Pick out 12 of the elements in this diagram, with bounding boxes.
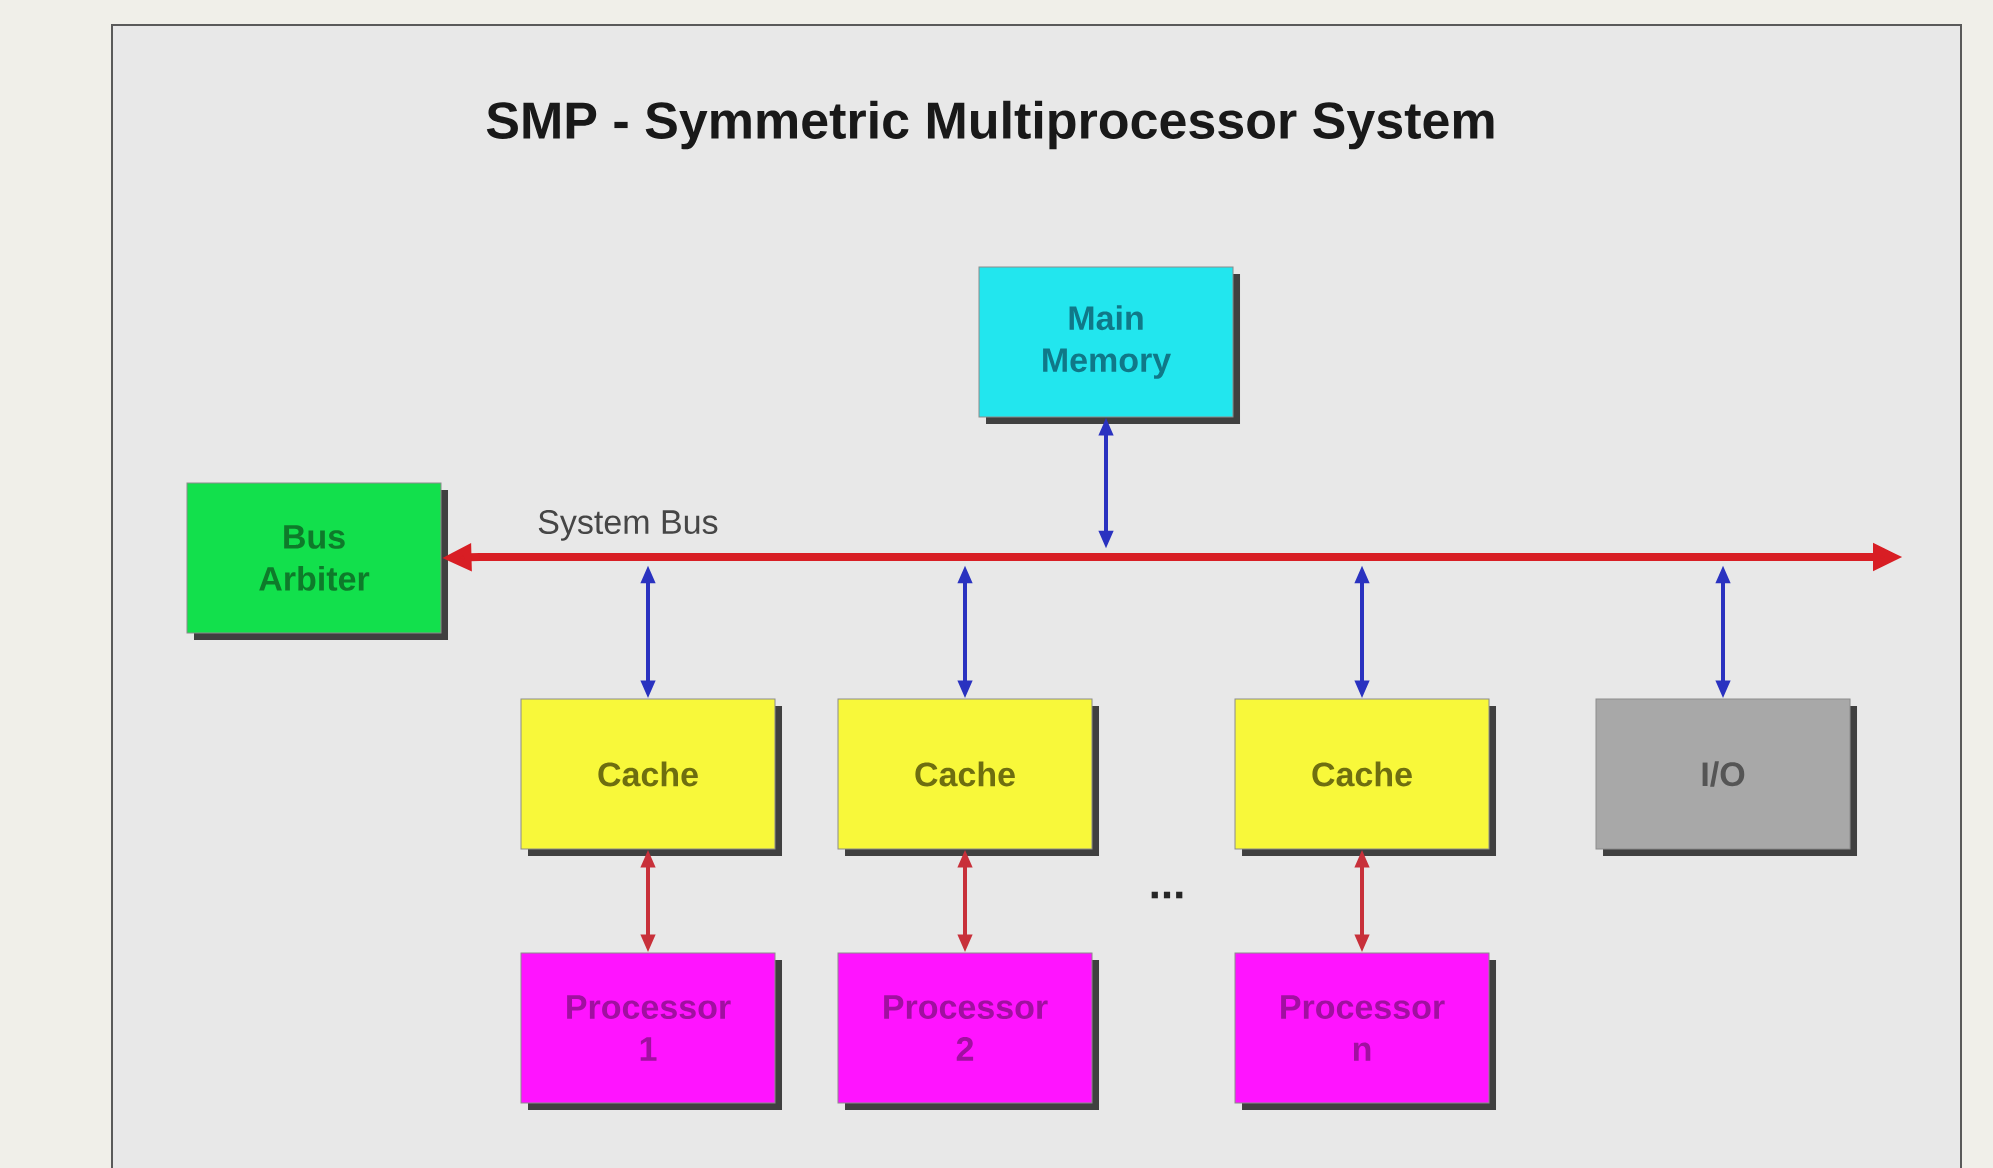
cache-box: Cache: [520, 698, 782, 856]
cache-box: Cache: [1234, 698, 1496, 856]
memory-box: Main Memory: [978, 266, 1240, 424]
processor-box: Processor n: [1234, 952, 1496, 1110]
arbiter-box: Bus Arbiter: [186, 482, 448, 640]
ellipsis-label: ...: [1151, 891, 1183, 899]
bus-label: System Bus: [538, 510, 718, 541]
io-box: I/O: [1595, 698, 1857, 856]
title: SMP - Symmetric Multiprocessor System: [486, 100, 1494, 150]
processor-box: Processor 1: [520, 952, 782, 1110]
cache-box: Cache: [837, 698, 1099, 856]
processor-box: Processor 2: [837, 952, 1099, 1110]
